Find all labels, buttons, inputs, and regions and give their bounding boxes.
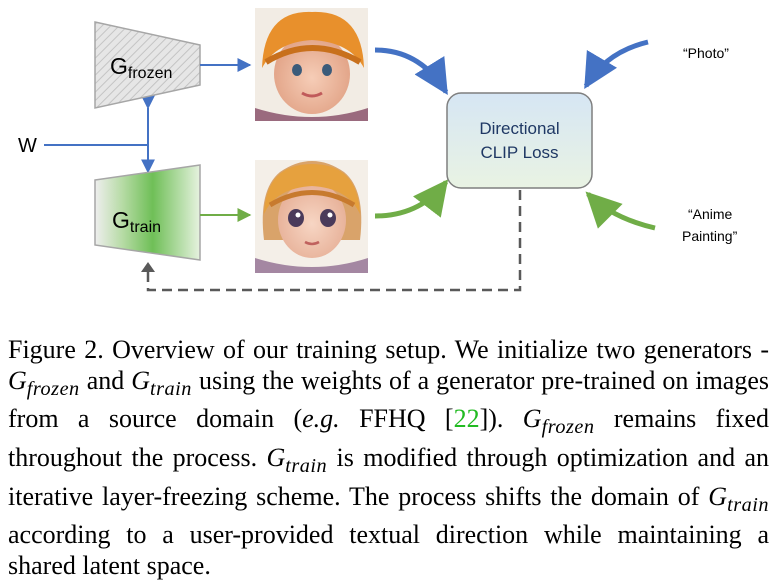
citation-link[interactable]: 22 bbox=[453, 404, 480, 434]
directional-clip-loss-box bbox=[446, 92, 593, 189]
svg-text:Gtrain: Gtrain bbox=[112, 207, 161, 236]
feedback-arrowhead bbox=[141, 262, 155, 272]
caption-and: and bbox=[86, 365, 125, 395]
source-prompt-arrow bbox=[583, 39, 649, 90]
figure-caption: Figure 2. Overview of our training setup… bbox=[8, 335, 769, 581]
g-frozen-math-2: Gfrozen bbox=[522, 404, 595, 439]
anime-output-image bbox=[255, 160, 368, 273]
w-latent-label: W bbox=[18, 135, 37, 157]
loss-box-line1: Directional bbox=[479, 119, 559, 138]
g-frozen-generator bbox=[94, 21, 201, 109]
photo-output-image bbox=[255, 8, 368, 121]
caption-part5: according to a user-provided textual dir… bbox=[8, 520, 769, 580]
loss-box-line2: CLIP Loss bbox=[480, 143, 558, 162]
target-prompt-line2: Painting” bbox=[682, 228, 738, 244]
photo-to-loss-arrow bbox=[374, 47, 449, 95]
caption-eg: e.g. bbox=[302, 404, 340, 434]
svg-text:Gfrozen: Gfrozen bbox=[110, 53, 172, 82]
g-train-math-3: Gtrain bbox=[708, 481, 769, 516]
caption-close: ]). bbox=[479, 404, 504, 434]
g-frozen-math: Gfrozen bbox=[8, 365, 80, 400]
target-prompt-line1: “Anime bbox=[688, 206, 733, 222]
g-train-math: Gtrain bbox=[131, 365, 192, 400]
caption-part1: Overview of our training setup. We initi… bbox=[112, 335, 769, 364]
g-train-subscript: train bbox=[130, 219, 161, 236]
g-train-label: G bbox=[112, 207, 130, 233]
g-frozen-subscript: frozen bbox=[128, 65, 172, 82]
g-frozen-label: G bbox=[110, 53, 128, 79]
figure-label: Figure 2. bbox=[8, 335, 104, 364]
anime-to-loss-arrow bbox=[374, 179, 449, 219]
target-prompt-arrow bbox=[585, 191, 656, 231]
loss-feedback-dashed-path bbox=[146, 190, 522, 292]
caption-part4: is modified through optimization and an … bbox=[8, 442, 769, 511]
caption-part3: remains fixed throughout the process. bbox=[8, 404, 769, 472]
caption-part2: using the weights of a generator pre-tra… bbox=[8, 365, 769, 434]
source-prompt-label: “Photo” bbox=[683, 45, 729, 61]
training-setup-diagram: W Gfrozen Gtrain bbox=[18, 8, 738, 292]
g-train-math-2: Gtrain bbox=[266, 442, 328, 478]
caption-ffhq: FFHQ [ bbox=[359, 404, 454, 434]
g-train-generator bbox=[94, 164, 201, 261]
